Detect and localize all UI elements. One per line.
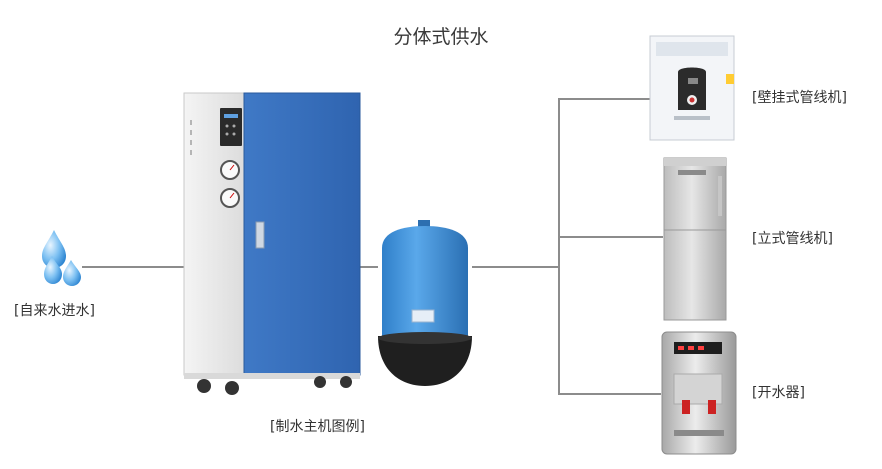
main-unit-icon bbox=[182, 90, 362, 398]
water-drop-icon bbox=[38, 228, 88, 290]
water-boiler-icon bbox=[658, 330, 740, 456]
diagram-title: 分体式供水 bbox=[0, 22, 882, 49]
tank-outlet-pipe bbox=[472, 266, 560, 268]
source-label: [自来水进水] bbox=[14, 300, 95, 320]
branch-pipe-standing bbox=[558, 236, 663, 238]
pressure-tank-icon bbox=[372, 218, 478, 390]
output-label-standing: [立式管线机] bbox=[752, 228, 833, 248]
output-label-wall: [壁挂式管线机] bbox=[752, 87, 847, 107]
branch-pipe-wall bbox=[558, 98, 650, 100]
branch-pipe-boiler bbox=[558, 393, 661, 395]
distribution-trunk-pipe bbox=[558, 98, 560, 395]
output-label-boiler: [开水器] bbox=[752, 382, 805, 402]
wall-mounted-dispenser-icon bbox=[648, 34, 736, 142]
inlet-pipe bbox=[82, 266, 184, 268]
main-unit-label: [制水主机图例] bbox=[270, 416, 365, 436]
standing-dispenser-icon bbox=[660, 156, 730, 322]
